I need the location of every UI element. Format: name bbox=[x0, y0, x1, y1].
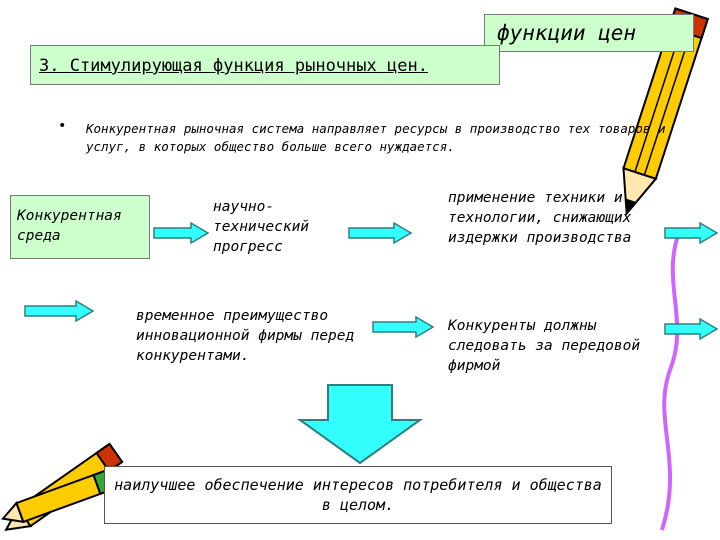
progress-label: научно-технический прогресс bbox=[213, 199, 310, 255]
arrow-down-icon bbox=[296, 384, 424, 465]
decorative-line bbox=[660, 229, 682, 531]
arrow-right-icon bbox=[24, 299, 95, 323]
arrow-right-icon bbox=[664, 221, 719, 245]
topic-text: функции цен bbox=[497, 21, 637, 45]
slide-title-text: 3. Стимулирующая функция рыночных цен. bbox=[39, 56, 428, 76]
arrow-right-icon bbox=[348, 221, 413, 245]
result-label: наилучшее обеспечение интересов потребит… bbox=[114, 476, 602, 514]
bullet-marker: • bbox=[58, 118, 67, 134]
result-box: наилучшее обеспечение интересов потребит… bbox=[104, 466, 612, 524]
arrow-right-icon bbox=[664, 317, 719, 341]
technology-label: применение техники и технологии, снижающ… bbox=[448, 190, 632, 246]
bullet-text: Конкурентная рыночная система направляет… bbox=[86, 121, 666, 154]
topic-label: функции цен bbox=[484, 14, 694, 52]
arrow-right-icon bbox=[153, 221, 210, 245]
competitors-label: Конкуренты должны следовать за передовой… bbox=[448, 318, 641, 374]
arrow-right-icon bbox=[372, 315, 435, 339]
advantage-label: временное преимущество инновационной фир… bbox=[136, 308, 355, 364]
slide-title: 3. Стимулирующая функция рыночных цен. bbox=[30, 45, 500, 85]
competitive-environment-label: Конкурентная среда bbox=[17, 208, 122, 244]
competitive-environment-box: Конкурентная среда bbox=[10, 195, 150, 259]
